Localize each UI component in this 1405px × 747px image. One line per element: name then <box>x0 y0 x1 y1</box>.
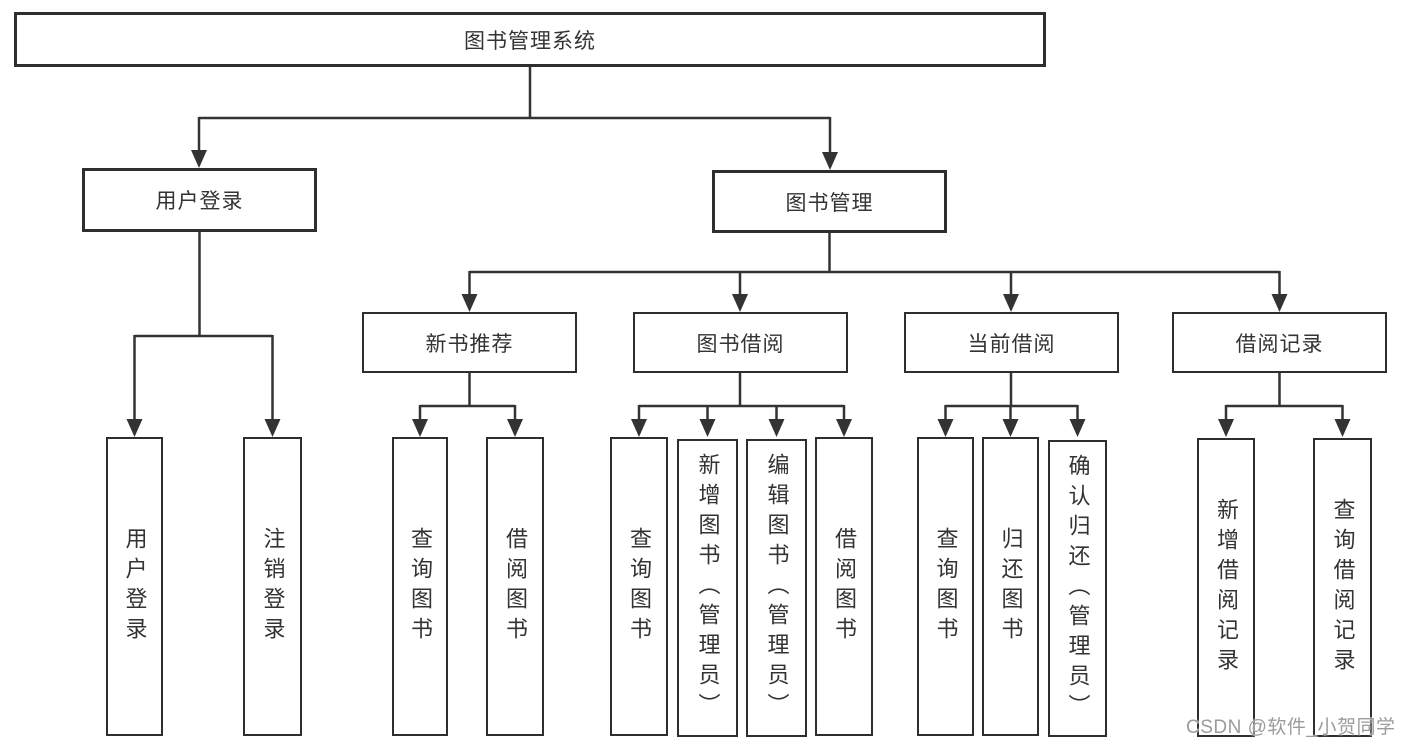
leaf-recommend-query-books: 查询图书 <box>392 437 448 736</box>
leaf-current-query-books-label: 查询图书 <box>933 526 959 647</box>
node-new-book-recommend-label: 新书推荐 <box>425 332 514 356</box>
leaf-user-login: 用户登录 <box>106 437 163 736</box>
leaf-current-confirm-return-admin-label: 确认归还（管理员） <box>1065 453 1091 724</box>
leaf-records-query-record: 查询借阅记录 <box>1313 438 1372 737</box>
leaf-recommend-borrow-books: 借阅图书 <box>486 437 544 736</box>
connector-current-borrow <box>944 373 1079 423</box>
leaf-borrow-edit-books-admin: 编辑图书（管理员） <box>746 439 807 737</box>
arrow-down-icon <box>264 419 281 437</box>
leaf-recommend-query-books-label: 查询图书 <box>408 526 433 647</box>
leaf-borrow-query-books: 查询图书 <box>610 437 668 736</box>
leaf-records-add-record-label: 新增借阅记录 <box>1214 497 1239 678</box>
node-book-management-label: 图书管理 <box>785 191 874 215</box>
arrow-down-icon <box>732 294 748 312</box>
connector-borrow-records <box>1224 373 1344 423</box>
arrow-down-icon <box>1069 419 1086 437</box>
arrowheads <box>126 150 1351 437</box>
node-root-label: 图书管理系统 <box>464 29 596 53</box>
arrow-down-icon <box>1334 419 1351 437</box>
arrow-down-icon <box>507 419 523 437</box>
arrow-down-icon <box>822 152 838 170</box>
leaf-borrow-borrow-books: 借阅图书 <box>815 437 873 736</box>
leaf-borrow-add-books-admin: 新增图书（管理员） <box>677 439 738 737</box>
leaf-borrow-edit-books-admin-label: 编辑图书（管理员） <box>764 453 790 723</box>
arrow-down-icon <box>699 419 716 437</box>
node-borrow-records-label: 借阅记录 <box>1235 332 1324 356</box>
node-user-login-label: 用户登录 <box>155 190 244 213</box>
leaf-records-query-record-label: 查询借阅记录 <box>1330 497 1356 678</box>
arrow-down-icon <box>1002 419 1019 437</box>
node-current-borrow: 当前借阅 <box>904 312 1119 373</box>
arrow-down-icon <box>1218 419 1234 437</box>
arrow-down-icon <box>836 419 852 437</box>
leaf-logout-label: 注销登录 <box>260 526 286 647</box>
connector-root <box>197 67 832 154</box>
leaf-user-login-label: 用户登录 <box>122 526 148 647</box>
csdn-watermark: CSDN @软件_小贺同学 <box>1186 717 1396 738</box>
leaf-borrow-query-books-label: 查询图书 <box>627 526 652 647</box>
arrow-down-icon <box>412 419 428 437</box>
leaf-current-return-books-label: 归还图书 <box>998 526 1024 647</box>
leaf-borrow-add-books-admin-label: 新增图书（管理员） <box>695 453 721 723</box>
node-new-book-recommend: 新书推荐 <box>362 312 577 373</box>
node-book-borrow-label: 图书借阅 <box>696 332 785 356</box>
leaf-current-confirm-return-admin: 确认归还（管理员） <box>1048 440 1107 737</box>
arrow-down-icon <box>768 419 785 437</box>
arrow-down-icon <box>461 294 478 312</box>
leaf-current-return-books: 归还图书 <box>982 437 1039 736</box>
leaf-recommend-borrow-books-label: 借阅图书 <box>503 526 528 647</box>
arrow-down-icon <box>191 150 207 168</box>
connector-book-management <box>468 233 1281 298</box>
leaf-logout: 注销登录 <box>243 437 302 736</box>
leaf-borrow-borrow-books-label: 借阅图书 <box>832 526 857 647</box>
arrow-down-icon <box>126 419 143 437</box>
arrow-down-icon <box>1271 294 1288 312</box>
connector-user-login <box>133 232 274 423</box>
node-root: 图书管理系统 <box>14 12 1046 67</box>
connector-book-borrow <box>637 373 846 423</box>
connector-new-book-recommend <box>418 373 517 423</box>
arrow-down-icon <box>1003 294 1019 312</box>
node-borrow-records: 借阅记录 <box>1172 312 1387 373</box>
leaf-current-query-books: 查询图书 <box>917 437 974 736</box>
node-current-borrow-label: 当前借阅 <box>967 332 1056 356</box>
arrow-down-icon <box>937 419 954 437</box>
node-user-login: 用户登录 <box>82 168 317 232</box>
leaf-records-add-record: 新增借阅记录 <box>1197 438 1255 737</box>
node-book-management: 图书管理 <box>712 170 947 233</box>
arrow-down-icon <box>631 419 647 437</box>
node-book-borrow: 图书借阅 <box>633 312 848 373</box>
